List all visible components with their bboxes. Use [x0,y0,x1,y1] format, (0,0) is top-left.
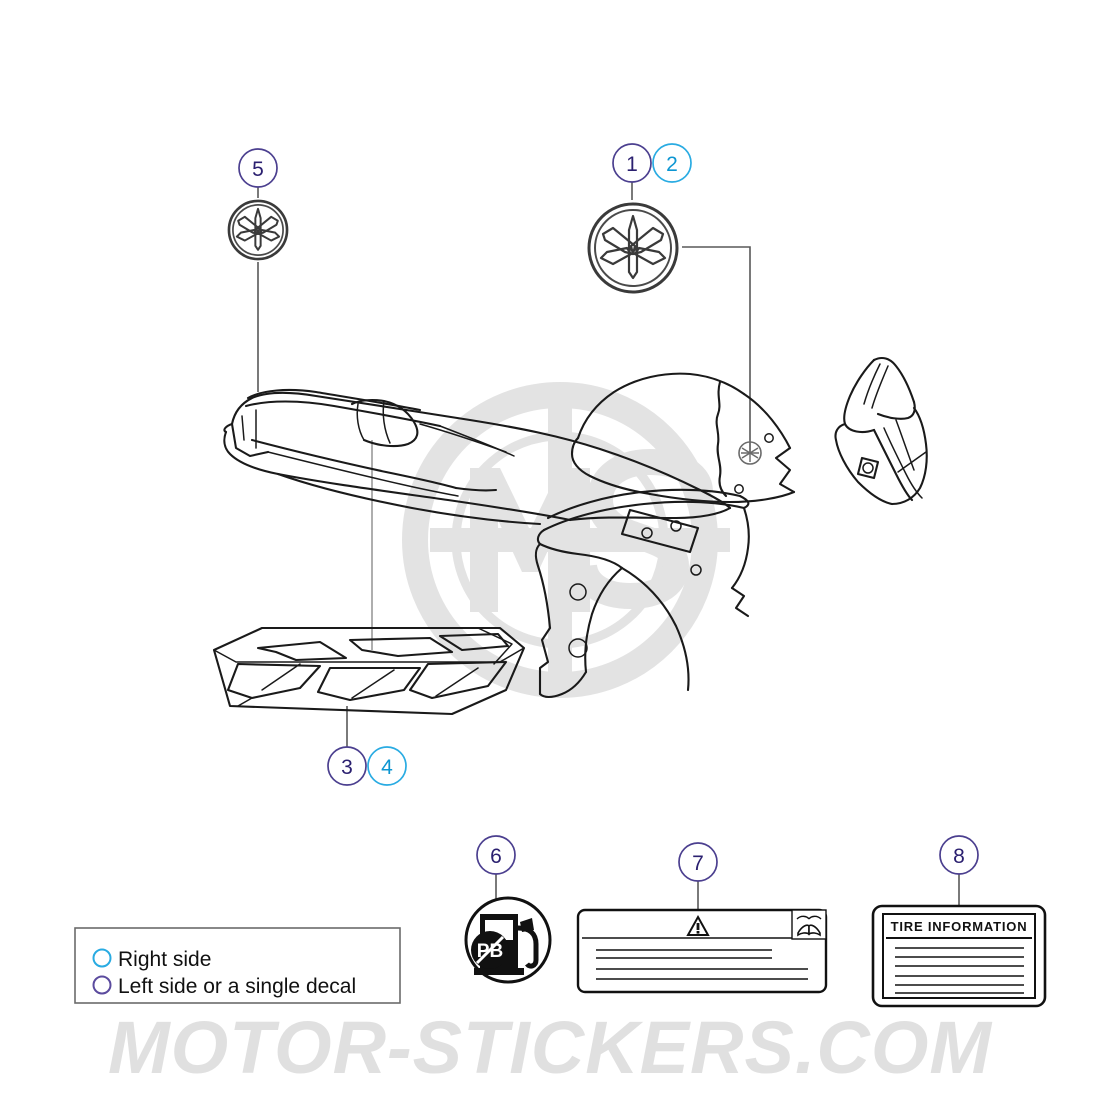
callout-4[interactable]: 4 [367,746,407,786]
callout-8[interactable]: 8 [939,835,979,875]
part-tail-cowl [223,388,732,526]
callout-5-number: 5 [252,158,264,181]
label-fuel-unleaded: PB [464,896,552,984]
leader-lines [257,182,960,910]
callout-4-number: 4 [381,756,393,779]
callout-1-number: 1 [626,153,638,176]
tire-information-heading: TIRE INFORMATION [891,919,1028,934]
part-side-panel [834,356,928,506]
label-tire-information: TIRE INFORMATION [871,904,1047,1008]
legend-item-left-side: Left side or a single decal [92,975,356,998]
legend-marker-right-side [92,948,112,968]
legend-label-right-side: Right side [118,948,211,971]
watermark-site-name: MOTOR-STICKERS.COM [108,1006,992,1089]
label-warning [576,908,828,994]
legend-label-left-side: Left side or a single decal [118,975,356,998]
yamaha-emblem-small [227,199,289,261]
open-book-icon [791,909,827,940]
callout-6[interactable]: 6 [476,835,516,875]
legend-marker-left-side [92,975,112,995]
yamaha-emblem-large [587,202,679,294]
warning-triangle-icon [686,914,710,936]
callout-3[interactable]: 3 [327,746,367,786]
part-front-fairing [534,372,796,699]
callout-1[interactable]: 1 [612,143,652,183]
callout-7[interactable]: 7 [678,842,718,882]
watermark-text: MOTOR-STICKERS.COM [108,1006,992,1089]
callout-3-number: 3 [341,756,353,779]
legend-box [74,927,401,1004]
legend-item-right-side: Right side [92,948,211,971]
callout-2-number: 2 [666,153,678,176]
callout-2[interactable]: 2 [652,143,692,183]
callout-6-number: 6 [490,845,502,868]
callout-8-number: 8 [953,845,965,868]
callout-5[interactable]: 5 [238,148,278,188]
legend: Right side Left side or a single decal [74,927,401,1004]
callout-bubbles: 1 2 3 4 5 [238,143,979,882]
fairing-emblem-mount [738,441,762,465]
part-graphic-decal [212,626,526,716]
callout-7-number: 7 [692,852,704,875]
